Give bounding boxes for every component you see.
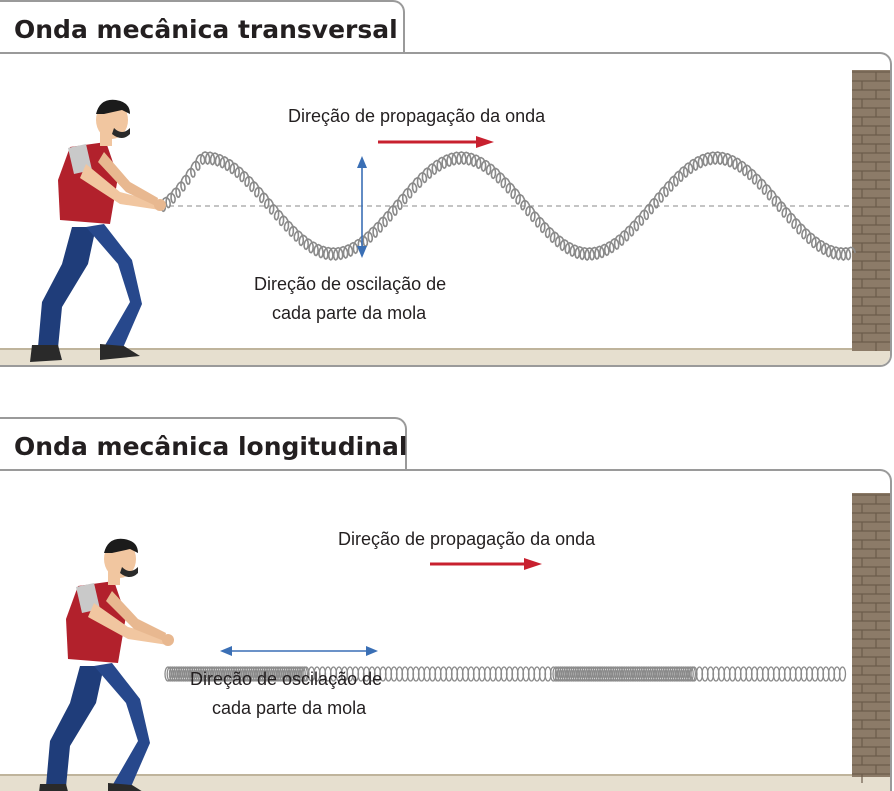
man-figure bbox=[39, 538, 174, 791]
oscillation-label-line1: Direção de oscilação de bbox=[190, 669, 383, 689]
oscillation-label-line2: cada parte da mola bbox=[212, 698, 367, 718]
oscillation-arrow-vertical bbox=[357, 156, 367, 258]
propagation-arrow bbox=[430, 558, 542, 570]
floor bbox=[0, 775, 890, 791]
longitudinal-scene bbox=[0, 493, 890, 791]
transverse-frame: Direção de propagação da onda Direção de… bbox=[0, 52, 892, 367]
brick-wall bbox=[852, 70, 890, 351]
oscillation-arrow-horizontal bbox=[220, 646, 378, 656]
transverse-scene bbox=[0, 70, 890, 365]
longitudinal-frame: Direção de propagação da onda Direção de… bbox=[0, 469, 892, 791]
oscillation-label-line2: cada parte da mola bbox=[272, 303, 427, 323]
man-figure bbox=[30, 99, 166, 362]
longitudinal-panel: Onda mecânica longitudinal bbox=[0, 417, 894, 791]
transverse-title: Onda mecânica transversal bbox=[0, 0, 405, 52]
transverse-panel: Onda mecânica transversal bbox=[0, 0, 894, 370]
spring-transverse bbox=[160, 151, 856, 261]
propagation-label: Direção de propagação da onda bbox=[338, 529, 596, 549]
propagation-label: Direção de propagação da onda bbox=[288, 106, 546, 126]
spring-longitudinal bbox=[164, 666, 847, 682]
oscillation-label-line1: Direção de oscilação de bbox=[254, 274, 447, 294]
longitudinal-title: Onda mecânica longitudinal bbox=[0, 417, 407, 469]
propagation-arrow bbox=[378, 136, 494, 148]
brick-wall bbox=[852, 493, 890, 783]
floor bbox=[0, 349, 890, 365]
